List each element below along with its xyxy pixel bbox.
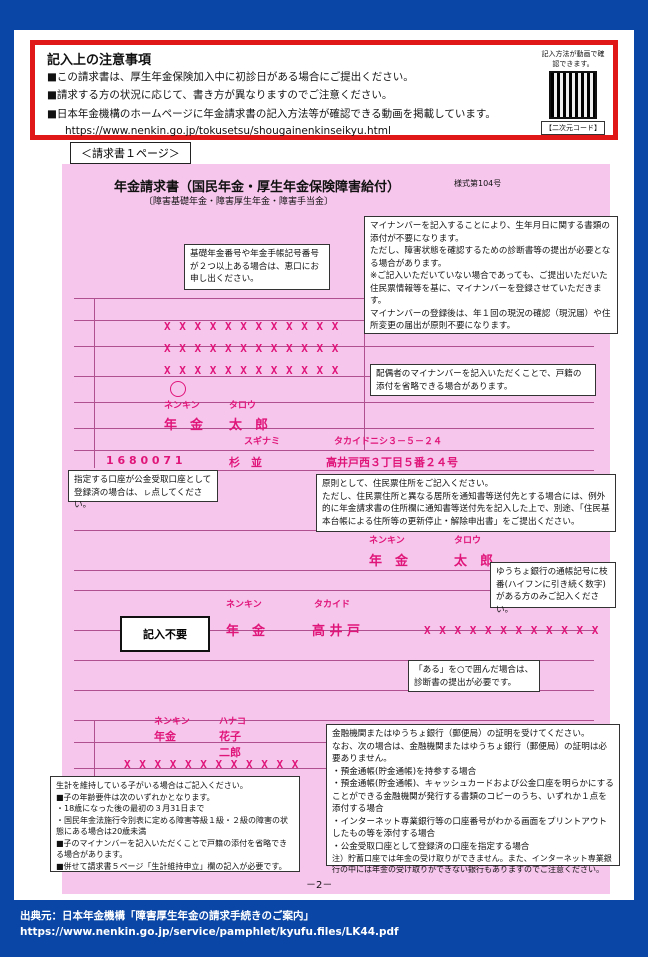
callout-text: ■子のマイナンバーを記入いただくことで戸籍の添付を省略できる場合があります。 <box>56 838 288 860</box>
no-entry-stamp: 記入不要 <box>120 616 210 652</box>
grid-line <box>74 630 594 631</box>
address-city: 杉 並 <box>229 456 262 469</box>
form-title: 年金請求書（国民年金・厚生年金保険障害給付） <box>114 180 401 195</box>
notice-title: 記入上の注意事項 <box>47 53 152 68</box>
grid-line <box>74 320 594 321</box>
spouse-kana-mei: ハナコ <box>219 717 247 727</box>
holder-kana-sei: ネンキン <box>369 536 405 546</box>
grid-line <box>74 590 594 591</box>
callout-text: 基礎年金番号や年金手帳記号番号が２つ以上ある場合は、恵口にお申し出ください。 <box>190 249 319 284</box>
callout-public-account: 指定する口座が公金受取口座として登録済の場合は、ㇾ点してください。 <box>68 470 218 510</box>
spouse-sei: 年金 <box>154 730 176 743</box>
address-kana-label: スギナミ <box>244 437 281 447</box>
callout-text: ・18歳になった後の最初の３月31日まで <box>56 804 205 813</box>
footer: 出典元：日本年金機構「障害厚生年金の請求手続きのご案内」 https://www… <box>20 908 399 940</box>
grid-line <box>74 720 594 721</box>
holder-mei: 太 郎 <box>454 554 494 569</box>
callout-text: ・公金受取口座として登録済の口座を指定する場合 <box>332 841 530 852</box>
callout-text: マイナンバーの登録後は、年１回の現況の確認（現況届）や住所変更の届出が原則不要に… <box>370 308 611 332</box>
callout-text: 注）貯蓄口座では年金の受け取りができません。また、インターネット専業銀行の中には… <box>332 854 612 874</box>
branch-name: 高 井 戸 <box>312 624 361 639</box>
grid-line <box>74 402 594 403</box>
address-detail: 高井戸西３丁目５番２４号 <box>326 456 458 469</box>
callout-text: ただし、障害状態を確認するための診断書等の提出が必要となる場合があります。 <box>370 246 611 269</box>
grid-line <box>364 320 365 450</box>
holder-kana-mei: タロウ <box>454 536 482 546</box>
spouse-mynumber-row: X X X X X X X X X X X X <box>164 364 340 377</box>
qr-caption: 【二次元コード】 <box>541 121 605 135</box>
callout-text: 金融機関またはゆうちょ銀行（郵便局）の証明を受けてください。 <box>332 729 590 739</box>
bank-name: 年 金 <box>226 624 266 639</box>
name-kana-mei: タロウ <box>229 401 257 411</box>
bank-kana: ネンキン <box>226 600 262 610</box>
name-mei: 太 郎 <box>229 418 269 433</box>
callout-yucho-branch: ゆうちょ銀行の通帳記号に枝番(ハイフンに引き続く数字)がある方のみご記入ください… <box>490 562 616 615</box>
callout-text: ※ご記入いただいていない場合であっても、ご提出いただいた住民票情報等を基に、マイ… <box>370 271 608 306</box>
page-tab: ＜請求書１ページ＞ <box>70 142 191 164</box>
callout-text: ・預金通帳(貯金通帳)、キャッシュカードおよび公金口座を明らかにすることができる… <box>332 779 614 814</box>
qr-code-icon <box>549 71 597 119</box>
grid-line <box>74 660 594 661</box>
callout-text: 原則として、住民票住所をご記入ください。 <box>322 479 494 489</box>
grid-line <box>74 690 594 691</box>
grid-line <box>74 376 594 377</box>
grid-line <box>74 570 594 571</box>
notice-line-1: ■この請求書は、厚生年金保険加入中に初診日がある場合にご提出ください。 <box>47 71 414 83</box>
callout-children: 生計を維持している子がいる場合はご記入ください。 ■子の年齢要件は次のいずれかと… <box>50 776 300 872</box>
notice-url: https://www.nenkin.go.jp/tokusetsu/shoug… <box>65 125 391 137</box>
document-sheet: 記入上の注意事項 ■この請求書は、厚生年金保険加入中に初診日がある場合にご提出く… <box>14 30 634 900</box>
postal-code: 1 6 8 0 0 7 1 <box>106 454 183 467</box>
notice-line-2: ■請求する方の状況に応じて、書き方が異なりますのでご注意ください。 <box>47 89 393 101</box>
grid-line <box>74 346 594 347</box>
child-mei: 二郎 <box>219 746 241 759</box>
qr-block: 記入方法が動画で確認できます。 【二次元コード】 <box>541 49 605 135</box>
era-circle-mark <box>170 381 186 397</box>
callout-bank-certification: 金融機関またはゆうちょ銀行（郵便局）の証明を受けてください。 なお、次の場合は、… <box>326 724 620 874</box>
pension-number-row: X X X X X X X X X X X X <box>164 342 340 355</box>
callout-text: ・インターネット専業銀行等の口座番号がわかる画面をプリントアウトしたもの等を添付… <box>332 816 608 840</box>
callout-mynumber: マイナンバーを記入することにより、生年月日に関する書類の添付が不要になります。 … <box>364 216 618 334</box>
callout-text: ■併せて請求書５ページ「生計維持申立」欄の記入が必要です。 <box>56 861 287 871</box>
callout-text: ゆうちょ銀行の通帳記号に枝番(ハイフンに引き続く数字)がある方のみご記入ください… <box>496 567 608 615</box>
callout-text: マイナンバーを記入することにより、生年月日に関する書類の添付が不要になります。 <box>370 221 610 244</box>
name-kana-sei: ネンキン <box>164 401 200 411</box>
footer-source: 出典元：日本年金機構「障害厚生年金の請求手続きのご案内」 <box>20 910 314 922</box>
footer-url: https://www.nenkin.go.jp/service/pamphle… <box>20 926 399 938</box>
callout-text: 生計を維持している子がいる場合はご記入ください。 <box>56 781 248 790</box>
page-number: －2－ <box>306 880 333 891</box>
holder-sei: 年 金 <box>369 554 409 569</box>
form-number: 様式第104号 <box>454 179 502 188</box>
callout-pension-number: 基礎年金番号や年金手帳記号番号が２つ以上ある場合は、恵口にお申し出ください。 <box>184 244 330 290</box>
callout-medical-cert: 「ある」を○で囲んだ場合は、診断書の提出が必要です。 <box>408 660 540 692</box>
callout-address: 原則として、住民票住所をご記入ください。 ただし、住民票住所と異なる居所を通知書… <box>316 474 616 532</box>
mynumber-row: X X X X X X X X X X X X <box>164 320 340 333</box>
spouse-kana-sei: ネンキン <box>154 717 190 727</box>
callout-text: ・預金通帳(貯金通帳)を持参する場合 <box>332 766 477 777</box>
callout-text: ■子の年齢要件は次のいずれかとなります。 <box>56 792 215 802</box>
grid-line <box>74 470 594 471</box>
qr-text: 記入方法が動画で確認できます。 <box>541 50 605 68</box>
callout-text: 配偶者のマイナンバーを記入いただくことで、戸籍の添付を省略できる場合があります。 <box>376 369 582 392</box>
callout-text: なお、次の場合は、金融機関またはゆうちょ銀行（郵便局）の証明は必要ありません。 <box>332 741 608 765</box>
callout-text: ・国民年金法施行令別表に定める障害等級１級・２級の障害の状態にある場合は20歳未… <box>56 815 288 837</box>
callout-text: 指定する口座が公金受取口座として登録済の場合は、ㇾ点してください。 <box>74 475 212 510</box>
form-subtitle: 〔障害基礎年金・障害厚生年金・障害手当金〕 <box>144 197 334 207</box>
grid-line <box>94 298 95 468</box>
notice-line-3: ■日本年金機構のホームページに年金請求書の記入方法等が確認できる動画を掲載してい… <box>47 108 496 120</box>
callout-text: ただし、住民票住所と異なる居所を通知書等送付先とする場合には、例外的に年金請求書… <box>322 491 610 527</box>
callout-spouse-mynumber: 配偶者のマイナンバーを記入いただくことで、戸籍の添付を省略できる場合があります。 <box>370 364 596 396</box>
grid-line <box>74 428 594 429</box>
callout-text: 「ある」を○で囲んだ場合は、診断書の提出が必要です。 <box>414 665 534 688</box>
notice-box: 記入上の注意事項 ■この請求書は、厚生年金保険加入中に初診日がある場合にご提出く… <box>30 40 618 140</box>
child-mynumber-row: X X X X X X X X X X X X <box>124 758 300 771</box>
account-number-row: X X X X X X X X X X X X <box>424 624 600 637</box>
grid-line <box>74 450 594 451</box>
name-sei: 年 金 <box>164 418 204 433</box>
grid-line <box>74 298 594 299</box>
spouse-mei: 花子 <box>219 730 241 743</box>
branch-kana: タカイド <box>314 600 351 610</box>
address-kana: タカイドニシ３－５－２４ <box>334 437 443 447</box>
